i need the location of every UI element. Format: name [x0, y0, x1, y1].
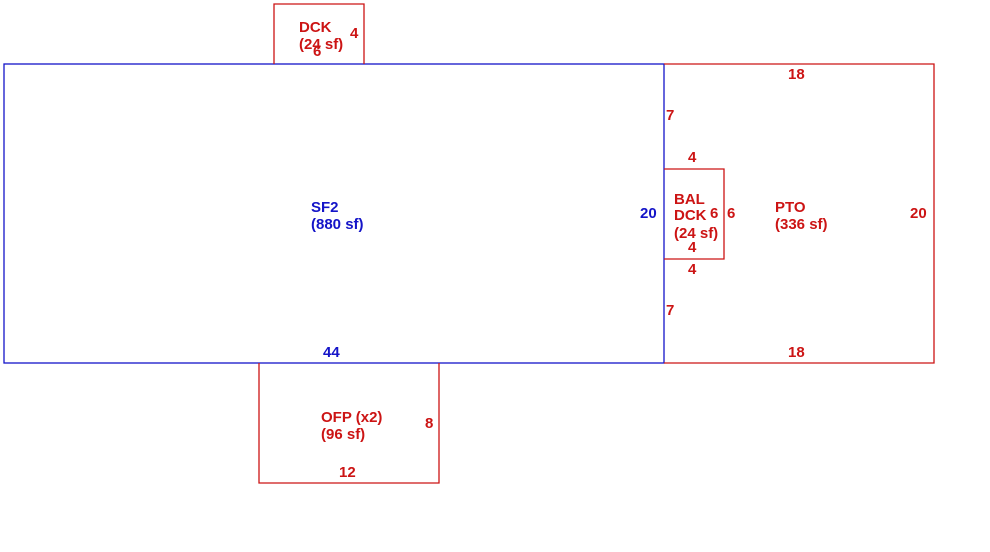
dck-bottom-dimension: 6	[313, 43, 321, 60]
pto-bottom-dimension: 18	[788, 344, 805, 361]
sf2-name: SF2	[311, 199, 339, 216]
bal-dck-inner-bottom-dimension: 4	[688, 239, 697, 256]
bal-dck-name-line1: BAL	[674, 191, 705, 208]
sf2-area: (880 sf)	[311, 216, 364, 233]
sf2-depth-dimension: 20	[640, 205, 657, 222]
sf2-outline	[3, 63, 665, 364]
bal-dck-outline	[664, 168, 725, 260]
dck-name: DCK	[299, 19, 332, 36]
pto-area: (336 sf)	[775, 216, 828, 233]
ofp-bottom-dimension: 12	[339, 464, 356, 481]
bal-dck-left-dimension: 6	[710, 205, 718, 222]
pto-upper-left-dimension: 7	[666, 107, 674, 124]
bal-dck-name-line2: DCK	[674, 207, 707, 224]
bal-dck-outer-bottom-dimension: 4	[688, 261, 697, 278]
dck-outline	[273, 3, 365, 64]
ofp-name: OFP (x2)	[321, 409, 382, 426]
pto-top-dimension: 18	[788, 66, 805, 83]
ofp-area: (96 sf)	[321, 426, 365, 443]
pto-outline	[664, 63, 935, 364]
bal-dck-area: (24 sf)	[674, 225, 718, 242]
sf2-width-dimension: 44	[323, 344, 340, 361]
dck-side-dimension: 4	[350, 25, 359, 42]
pto-right-dimension: 20	[910, 205, 927, 222]
bal-dck-top-dimension: 4	[688, 149, 697, 166]
dck-area: (24 sf)	[299, 36, 343, 53]
bal-dck-right-dimension: 6	[727, 205, 735, 222]
ofp-outline	[258, 363, 440, 484]
pto-lower-left-dimension: 7	[666, 302, 674, 319]
pto-name: PTO	[775, 199, 806, 216]
ofp-side-dimension: 8	[425, 415, 433, 432]
